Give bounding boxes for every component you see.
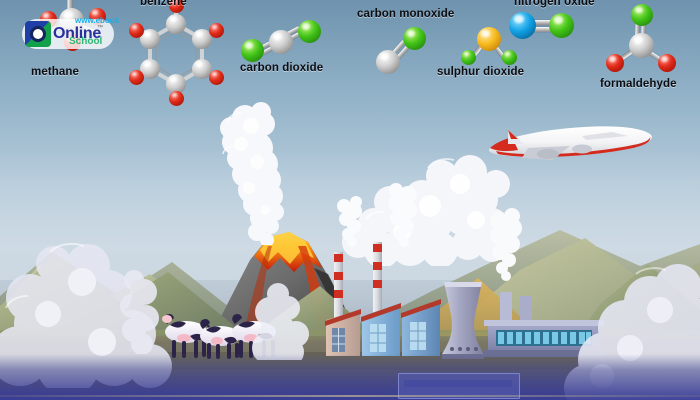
logo-trademark: ™ — [96, 25, 103, 31]
online-school-logo[interactable]: www.ebook Online School ™ — [22, 17, 119, 49]
logo-main-text: Online — [53, 25, 101, 42]
molecule-sulphur-dioxide — [458, 22, 522, 70]
atom-hydrogen — [129, 70, 144, 85]
logo-url-text: www.ebook — [75, 16, 120, 25]
ground-fog-mid — [120, 270, 159, 354]
logo-text: www.ebook Online School ™ — [53, 17, 119, 47]
atom-nitrogen — [509, 12, 536, 39]
molecule-benzene — [124, 0, 228, 106]
molecule-nitrogen-oxide — [506, 6, 576, 46]
atom-carbon — [166, 74, 186, 94]
label-carbon-monoxide: carbon monoxide — [357, 8, 455, 20]
industrial-building — [484, 292, 604, 357]
atom-carbon — [166, 14, 186, 34]
molecule-carbon-monoxide — [370, 22, 430, 76]
factory-buildings — [325, 242, 441, 356]
atom-hydrogen — [209, 70, 224, 85]
atom-carbon — [192, 59, 212, 79]
bond — [530, 27, 554, 32]
atom-hydrogen — [169, 0, 184, 13]
atom-oxygen — [631, 4, 653, 26]
distant-structure-line — [404, 380, 512, 387]
atom-oxygen — [549, 13, 574, 38]
atom-hydrogen — [209, 23, 224, 38]
chimney-smoke-right — [388, 183, 417, 247]
bond — [530, 20, 554, 25]
atom-hydrogen — [129, 23, 144, 38]
molecule-carbon-dioxide — [236, 20, 322, 64]
logo-mark-icon — [25, 21, 51, 47]
atom-oxygen — [461, 50, 476, 65]
atom-oxygen — [403, 27, 426, 50]
atom-sulphur — [477, 27, 501, 51]
logo-sub-text: School — [69, 36, 103, 47]
atom-carbon — [140, 29, 160, 49]
atom-carbon — [192, 29, 212, 49]
molecule-formaldehyde — [604, 2, 684, 80]
volcano-smoke-plume — [220, 102, 284, 245]
horizon-highlight-line — [0, 395, 700, 397]
atom-carbon — [376, 50, 400, 74]
cooling-tower-steam — [490, 208, 522, 281]
label-methane: methane — [31, 66, 79, 78]
label-formaldehyde: formaldehyde — [600, 78, 677, 90]
atom-carbon — [629, 33, 654, 58]
logo-ring-icon — [30, 26, 46, 42]
label-benzene: benzene — [140, 0, 187, 8]
atom-oxygen — [502, 50, 517, 65]
atom-hydrogen — [169, 91, 184, 106]
jet-airliner — [488, 126, 652, 160]
atom-carbon — [140, 59, 160, 79]
atom-oxygen — [298, 20, 321, 43]
atom-hydrogen — [606, 54, 624, 72]
atom-carbon — [269, 30, 293, 54]
chimney-smoke-left — [337, 196, 362, 247]
label-carbon-dioxide: carbon dioxide — [240, 62, 324, 74]
atom-oxygen — [241, 39, 264, 62]
label-sulphur-dioxide: sulphur dioxide — [437, 66, 525, 78]
bottom-overlay-band — [0, 354, 700, 400]
ground-fog-center — [252, 283, 309, 360]
atom-hydrogen — [658, 54, 676, 72]
label-nitrogen-oxide: nitrogen oxide — [514, 0, 595, 8]
